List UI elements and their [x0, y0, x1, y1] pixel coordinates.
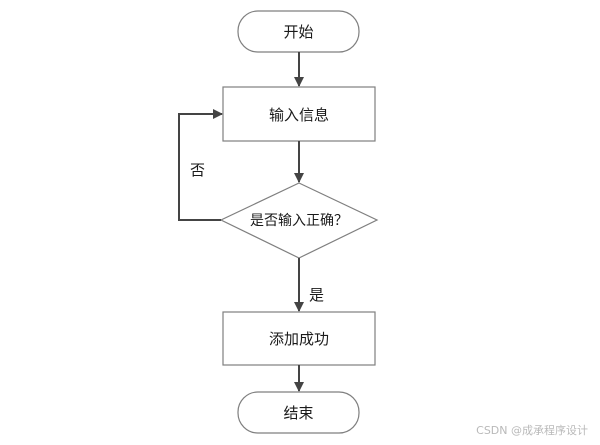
decision-label: 是否输入正确？ [250, 213, 348, 229]
start-label: 开始 [283, 23, 314, 41]
edge-label-no: 否 [190, 161, 206, 179]
success-label: 添加成功 [268, 330, 329, 348]
input-info-box [222, 86, 376, 142]
arrow-no-loop-back [178, 109, 223, 221]
watermark-text: CSDN @成承程序设计 [476, 424, 588, 437]
input-info-label: 输入信息 [268, 105, 329, 124]
end-terminator [237, 391, 360, 434]
edge-label-yes: 是 [309, 286, 325, 304]
end-label: 结束 [283, 404, 314, 422]
